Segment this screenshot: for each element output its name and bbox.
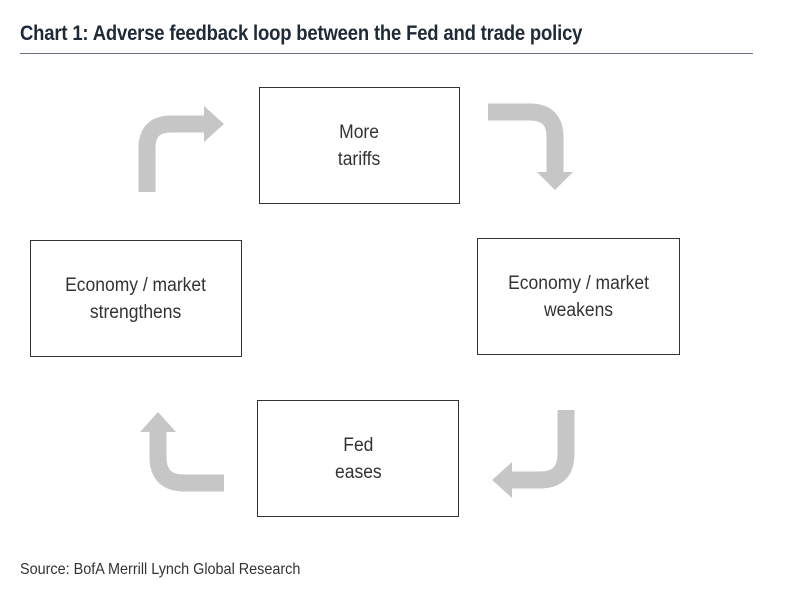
arrow-left-to-top-icon — [138, 106, 224, 192]
node-economy-strengthens: Economy / market strengthens — [30, 240, 242, 357]
node-economy-weakens: Economy / market weakens — [477, 238, 680, 355]
node-more-tariffs: More tariffs — [259, 87, 460, 204]
title-rule — [20, 53, 753, 54]
arrow-right-to-bottom-icon — [492, 410, 575, 498]
node-fed-eases: Fed eases — [257, 400, 459, 517]
node-economy-weakens-line-2: weakens — [543, 299, 613, 321]
node-economy-weakens-line-1: Economy / market — [508, 272, 649, 294]
arrow-bottom-to-left-icon — [140, 412, 224, 492]
node-more-tariffs-line-2: tariffs — [338, 148, 381, 170]
node-fed-eases-line-2: eases — [334, 461, 382, 483]
node-more-tariffs-line-1: More — [339, 121, 380, 143]
node-fed-eases-line-1: Fed — [342, 434, 374, 456]
source-note: Source: BofA Merrill Lynch Global Resear… — [20, 561, 301, 578]
node-economy-strengthens-line-1: Economy / market — [65, 274, 207, 296]
page-title: Chart 1: Adverse feedback loop between t… — [20, 22, 583, 45]
node-economy-strengthens-line-2: strengthens — [90, 301, 182, 323]
arrow-top-to-right-icon — [488, 103, 573, 190]
